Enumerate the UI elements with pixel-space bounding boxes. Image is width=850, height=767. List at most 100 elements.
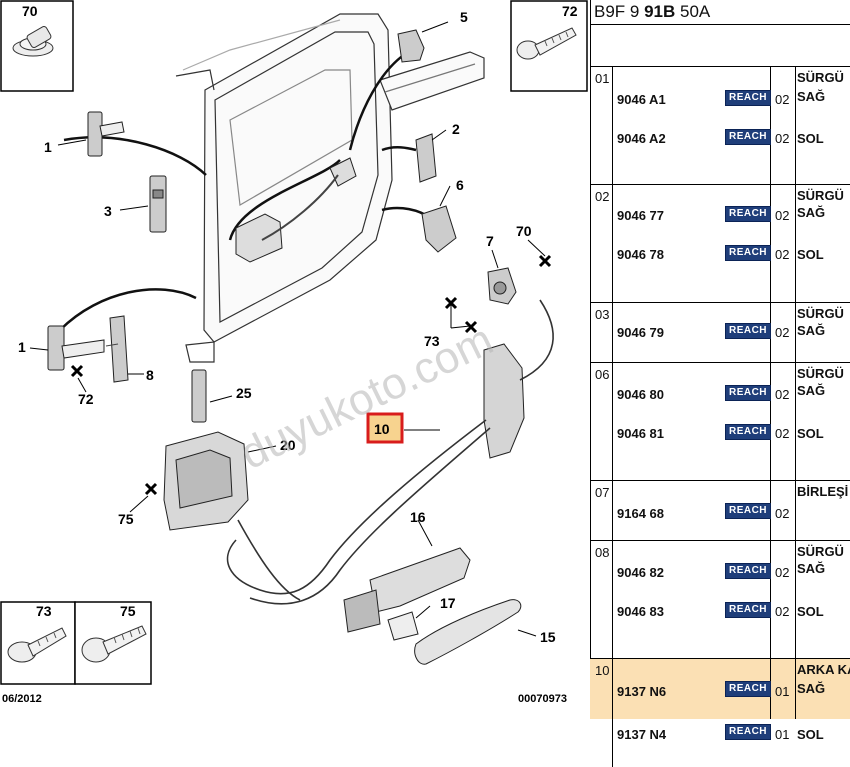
quantity: 02 [775, 325, 790, 340]
column-divider [770, 67, 771, 185]
column-divider [795, 541, 796, 659]
part-number[interactable]: 9046 79 [617, 325, 664, 340]
part-1-upper [87, 111, 125, 157]
screw-icon [7, 627, 67, 663]
code-underline [590, 24, 850, 25]
sliding-door [175, 13, 393, 363]
side-label: SOL [797, 604, 824, 619]
table-row-group-03[interactable]: 03 SÜRGÜ 9046 79 REACH 02 SAĞ [590, 302, 850, 363]
side-label: SAĞ [797, 561, 826, 576]
column-divider [770, 659, 771, 767]
side-label: SAĞ [797, 383, 826, 398]
fastener-markers [70, 254, 552, 496]
side-label: SOL [797, 727, 824, 742]
group-number: 03 [595, 307, 610, 322]
label-3: 3 [104, 203, 112, 219]
group-number: 08 [595, 545, 610, 560]
reach-badge: REACH [725, 90, 771, 106]
column-divider [612, 303, 613, 363]
part-25 [191, 369, 207, 423]
top-rail [379, 51, 485, 111]
label-10: 10 [374, 421, 390, 437]
diagram-date: 06/2012 [2, 693, 42, 705]
label-25: 25 [236, 385, 252, 401]
quantity: 01 [775, 727, 790, 742]
reach-badge: REACH [725, 206, 771, 222]
part-8 [105, 315, 129, 383]
diagram-reference-number: 00070973 [518, 693, 567, 705]
part-number[interactable]: 9046 A1 [617, 92, 666, 107]
part-number[interactable]: 9046 83 [617, 604, 664, 619]
side-label: SOL [797, 247, 824, 262]
part-number[interactable]: 9137 N4 [617, 727, 667, 742]
label-73: 73 [424, 333, 440, 349]
table-row-group-10[interactable]: 10 ARKA KA 9137 N6 REACH 01 SAĞ 9137 N4 … [590, 658, 850, 767]
label-17: 17 [440, 595, 456, 611]
group-description: ARKA KA [797, 662, 850, 677]
column-divider [612, 481, 613, 541]
quantity: 02 [775, 426, 790, 441]
part-number[interactable]: 9046 77 [617, 208, 664, 223]
column-divider [770, 185, 771, 303]
column-divider [612, 719, 613, 767]
side-label: SAĞ [797, 205, 826, 220]
quantity: 02 [775, 131, 790, 146]
quantity: 02 [775, 565, 790, 580]
inset-box-70[interactable] [0, 0, 74, 92]
label-75-inset: 75 [120, 603, 136, 619]
part-number[interactable]: 9046 78 [617, 247, 664, 262]
screw-icon [81, 625, 147, 663]
label-8: 8 [146, 367, 154, 383]
reach-badge: REACH [725, 602, 771, 618]
part-10-actuator [483, 343, 525, 459]
leader-lines [29, 21, 546, 637]
quantity: 02 [775, 506, 790, 521]
part-number[interactable]: 9046 81 [617, 426, 664, 441]
exploded-parts-diagram: 70 5 72 1 2 3 6 7 70 1 8 72 73 25 10 20 … [0, 0, 588, 705]
part-17 [387, 611, 419, 641]
group-number: 06 [595, 367, 610, 382]
label-70-inset: 70 [22, 3, 38, 19]
callout-10-highlight[interactable]: 10 [366, 412, 404, 444]
part-20-lock [163, 431, 249, 531]
part-number[interactable]: 9164 68 [617, 506, 664, 521]
table-row-group-08[interactable]: 08 SÜRGÜ 9046 82 REACH 02 SAĞ 9046 83 RE… [590, 540, 850, 659]
part-number[interactable]: 9046 82 [617, 565, 664, 580]
table-row-group-06[interactable]: 06 SÜRGÜ 9046 80 REACH 02 SAĞ 9046 81 RE… [590, 362, 850, 481]
part-16 [343, 547, 471, 633]
column-divider [612, 363, 613, 481]
screw-icon [12, 26, 54, 57]
table-row-group-02[interactable]: 02 SÜRGÜ 9046 77 REACH 02 SAĞ 9046 78 RE… [590, 184, 850, 303]
group-description: SÜRGÜ [797, 306, 844, 321]
inset-box-72[interactable] [510, 0, 588, 92]
part-number[interactable]: 9046 A2 [617, 131, 666, 146]
column-divider [612, 185, 613, 303]
label-7: 7 [486, 233, 494, 249]
table-row-group-01[interactable]: 01 SÜRGÜ 9046 A1 REACH 02 SAĞ 9046 A2 RE… [590, 66, 850, 185]
label-20: 20 [280, 437, 296, 453]
label-72-inset: 72 [562, 3, 578, 19]
part-number[interactable]: 9046 80 [617, 387, 664, 402]
quantity: 02 [775, 387, 790, 402]
label-73-inset: 73 [36, 603, 52, 619]
part-number[interactable]: 9137 N6 [617, 684, 667, 699]
label-1-lower: 1 [18, 339, 26, 355]
column-divider [795, 481, 796, 541]
group-description: SÜRGÜ [797, 70, 844, 85]
table-row-group-07[interactable]: 07 BİRLEŞİ 9164 68 REACH 02 [590, 480, 850, 541]
label-15: 15 [540, 629, 556, 645]
group-description: SÜRGÜ [797, 188, 844, 203]
inset-box-73[interactable] [0, 601, 76, 685]
part-2 [415, 133, 437, 183]
quantity: 02 [775, 247, 790, 262]
side-label: SOL [797, 426, 824, 441]
part-15-outer-handle [414, 599, 522, 665]
part-6 [421, 205, 457, 253]
label-72: 72 [78, 391, 94, 407]
group-description: SÜRGÜ [797, 366, 844, 381]
label-75: 75 [118, 511, 134, 527]
side-label: SAĞ [797, 681, 826, 696]
part-1-lower [47, 325, 105, 371]
inset-box-75[interactable] [74, 601, 152, 685]
reach-badge: REACH [725, 385, 771, 401]
